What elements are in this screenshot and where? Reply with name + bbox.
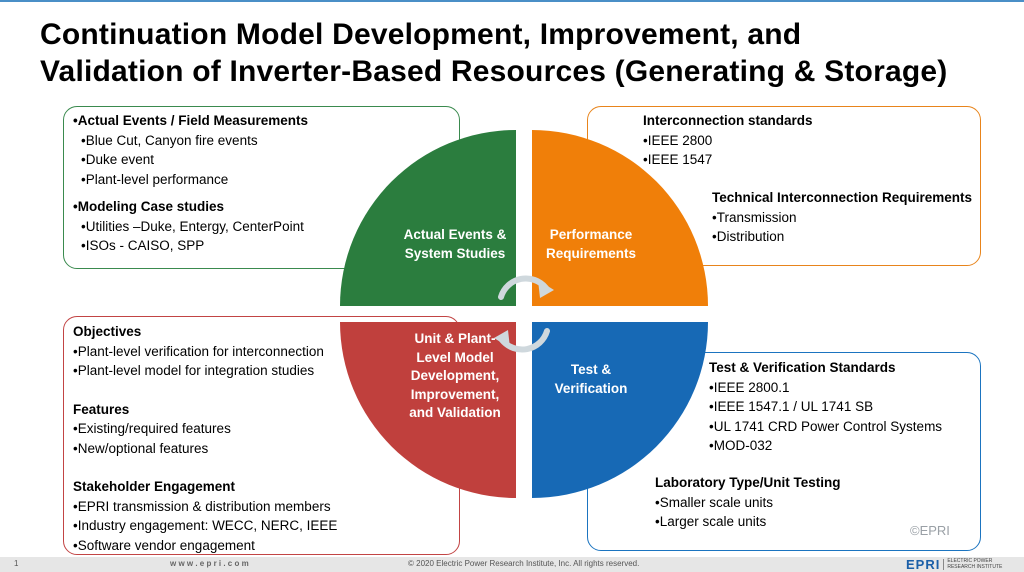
interconnection-standards-heading: Interconnection standards bbox=[643, 113, 813, 128]
label-line: System Studies bbox=[404, 245, 506, 261]
wheel-quadrant-green bbox=[340, 130, 516, 306]
slide-title: Continuation Model Development, Improvem… bbox=[40, 16, 1020, 90]
label-line: Actual Events & bbox=[403, 227, 507, 242]
list-item: •Distribution bbox=[712, 229, 785, 244]
label-line: Test & bbox=[570, 362, 612, 377]
list-item: Plant-level verification for interconnec… bbox=[73, 342, 337, 362]
logo-subtitle: ELECTRIC POWER RESEARCH INSTITUTE bbox=[947, 558, 1003, 570]
footer-bar: 1 w w w . e p r i . c o m © 2020 Electri… bbox=[0, 557, 1024, 572]
label-line: Verification bbox=[554, 380, 628, 396]
objectives-heading: Objectives bbox=[73, 324, 142, 339]
list-item: •Larger scale units bbox=[655, 514, 767, 529]
quadrant-label-performance: Performance Requirements bbox=[532, 226, 650, 263]
interconnection-standards-text: Interconnection standards •IEEE 2800 •IE… bbox=[643, 111, 813, 170]
list-item: •MOD-032 bbox=[709, 438, 773, 453]
arrow-head-icon bbox=[494, 330, 510, 348]
cycle-wheel bbox=[340, 130, 708, 498]
copyright-notice: © 2020 Electric Power Research Institute… bbox=[408, 559, 640, 568]
technical-requirements-text: Technical Interconnection Requirements •… bbox=[712, 188, 972, 247]
label-line: Requirements bbox=[545, 245, 637, 261]
label-line: Unit & Plant- bbox=[414, 331, 496, 346]
title-line-2: Validation of Inverter-Based Resources (… bbox=[40, 55, 948, 88]
quadrant-label-model-development: Unit & Plant- Level Model Development, I… bbox=[396, 330, 514, 423]
test-standards-heading: Test & Verification Standards bbox=[709, 360, 896, 375]
epri-logo: EPRI ELECTRIC POWER RESEARCH INSTITUTE bbox=[906, 557, 1002, 572]
field-measurements-heading: Actual Events / Field Measurements bbox=[73, 111, 308, 131]
logo-subtitle-line: RESEARCH INSTITUTE bbox=[947, 563, 1003, 570]
technical-requirements-heading: Technical Interconnection Requirements bbox=[712, 190, 973, 205]
page-number: 1 bbox=[14, 559, 19, 568]
list-item: •IEEE 2800.1 bbox=[709, 379, 790, 395]
list-item: EPRI transmission & distribution members bbox=[73, 497, 337, 517]
label-line: Development, bbox=[410, 368, 500, 383]
actual-events-text: Actual Events / Field Measurements Blue … bbox=[73, 111, 308, 256]
label-line: Level Model bbox=[416, 349, 494, 365]
features-heading: Features bbox=[73, 401, 130, 417]
title-line-1: Continuation Model Development, Improvem… bbox=[40, 18, 802, 51]
list-item: •Transmission bbox=[712, 209, 797, 225]
list-item: New/optional features bbox=[73, 439, 337, 459]
list-item: Plant-level model for integration studie… bbox=[73, 361, 337, 381]
label-line: Performance bbox=[549, 227, 633, 242]
label-line: Improvement, bbox=[410, 386, 500, 402]
label-line: and Validation bbox=[409, 405, 501, 420]
logo-wordmark: EPRI bbox=[906, 557, 941, 572]
wheel-quadrant-orange bbox=[532, 130, 708, 306]
modeling-case-heading: Modeling Case studies bbox=[73, 197, 308, 217]
list-item: Duke event bbox=[73, 150, 308, 170]
wheel-quadrant-red bbox=[340, 322, 516, 498]
top-accent-line bbox=[0, 0, 1024, 2]
wheel-quadrant-blue bbox=[532, 322, 708, 498]
watermark: ©EPRI bbox=[910, 523, 950, 538]
list-item: Plant-level performance bbox=[73, 170, 308, 190]
lab-testing-text: Laboratory Type/Unit Testing •Smaller sc… bbox=[655, 473, 841, 532]
list-item: •Smaller scale units bbox=[655, 494, 774, 510]
stakeholder-heading: Stakeholder Engagement bbox=[73, 479, 236, 494]
list-item: Blue Cut, Canyon fire events bbox=[73, 131, 308, 151]
model-development-text: Objectives Plant-level verification for … bbox=[73, 322, 337, 555]
lab-testing-heading: Laboratory Type/Unit Testing bbox=[655, 475, 841, 490]
test-standards-text: Test & Verification Standards •IEEE 2800… bbox=[709, 358, 942, 456]
arrow-head-icon bbox=[538, 280, 554, 298]
list-item: Utilities –Duke, Entergy, CenterPoint bbox=[73, 217, 308, 237]
list-item: •UL 1741 CRD Power Control Systems bbox=[709, 418, 943, 434]
list-item: ISOs - CAISO, SPP bbox=[73, 236, 308, 256]
list-item: •IEEE 2800 bbox=[643, 132, 713, 148]
logo-divider bbox=[943, 559, 945, 570]
quadrant-label-actual-events: Actual Events & System Studies bbox=[396, 226, 514, 263]
list-item: •IEEE 1547 bbox=[643, 152, 713, 167]
website-link[interactable]: w w w . e p r i . c o m bbox=[170, 559, 249, 568]
list-item: Existing/required features bbox=[73, 419, 337, 439]
quadrant-label-test-verification: Test & Verification bbox=[532, 361, 650, 398]
list-item: Software vendor engagement bbox=[73, 536, 337, 556]
logo-subtitle-line: ELECTRIC POWER bbox=[947, 558, 993, 564]
list-item: Industry engagement: WECC, NERC, IEEE bbox=[73, 516, 338, 536]
list-item: •IEEE 1547.1 / UL 1741 SB bbox=[709, 399, 874, 414]
